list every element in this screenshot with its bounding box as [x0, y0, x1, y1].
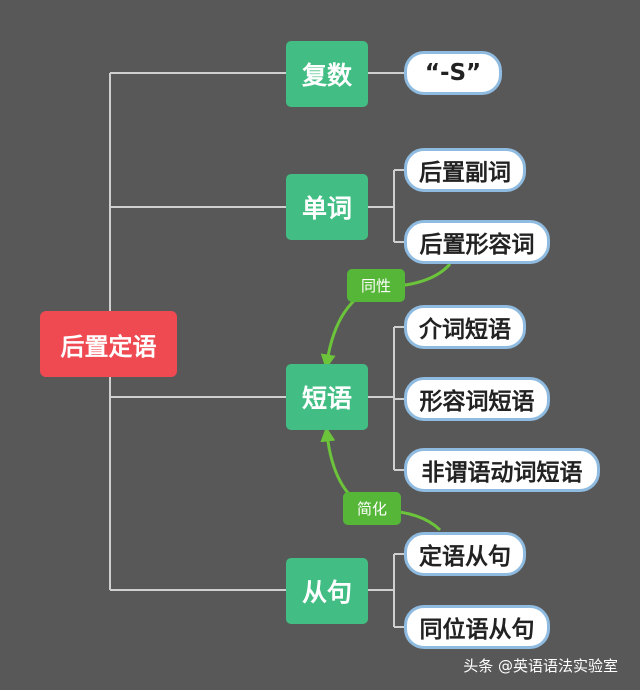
leaf-prepositional-phrase: 介词短语: [404, 305, 526, 349]
leaf-adjective-phrase: 形容词短语: [404, 377, 550, 421]
leaf-attributive-clause: 定语从句: [404, 532, 526, 576]
relation-same-nature: 同性: [347, 269, 405, 302]
category-phrase: 短语: [286, 364, 368, 430]
root-node: 后置定语: [40, 311, 177, 377]
watermark: 头条 @英语语法实验室: [463, 657, 618, 675]
leaf-plural-s: “-S”: [404, 51, 502, 95]
category-word: 单词: [286, 174, 368, 240]
leaf-post-adjective: 后置形容词: [404, 220, 550, 264]
category-clause: 从句: [286, 558, 368, 624]
category-plural: 复数: [286, 41, 368, 107]
relation-simplify: 简化: [343, 492, 401, 525]
leaf-nonfinite-phrase: 非谓语动词短语: [404, 448, 600, 492]
leaf-appositive-clause: 同位语从句: [404, 605, 550, 649]
leaf-post-adverb: 后置副词: [404, 148, 526, 192]
